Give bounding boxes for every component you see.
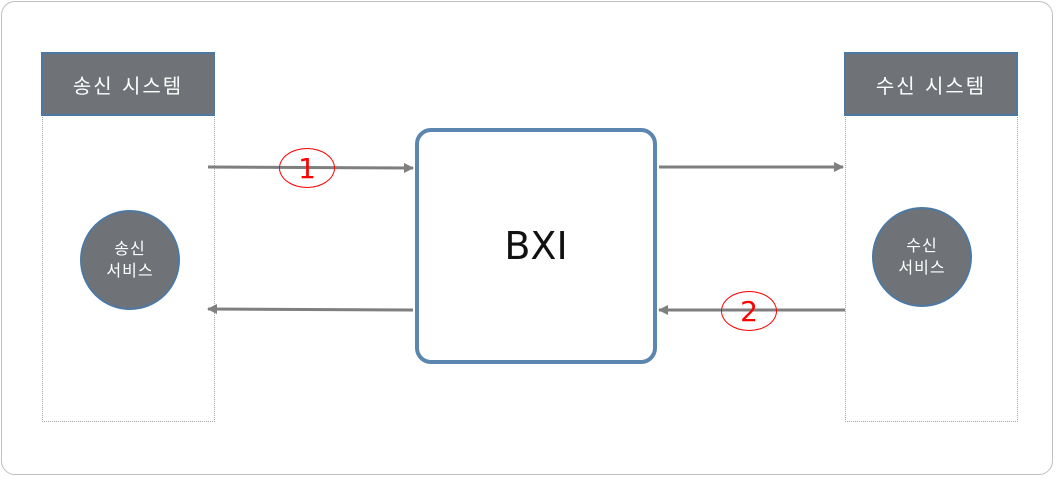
sender-service-node: 송신 서비스 [80, 210, 180, 310]
sender-system-title: 송신 시스템 [41, 52, 215, 116]
bxi-hub: BXI [415, 128, 657, 364]
receiver-service-node: 수신 서비스 [872, 207, 972, 307]
receiver-service-line1: 수신 [906, 236, 938, 255]
receiver-system-title: 수신 시스템 [844, 52, 1018, 116]
sender-service-line1: 송신 [114, 239, 146, 258]
receiver-service-line2: 서비스 [898, 258, 946, 277]
step-marker-2: 2 [721, 291, 777, 331]
bxi-label: BXI [504, 224, 568, 268]
step-marker-1: 1 [279, 148, 335, 188]
sender-service-line2: 서비스 [106, 261, 154, 280]
